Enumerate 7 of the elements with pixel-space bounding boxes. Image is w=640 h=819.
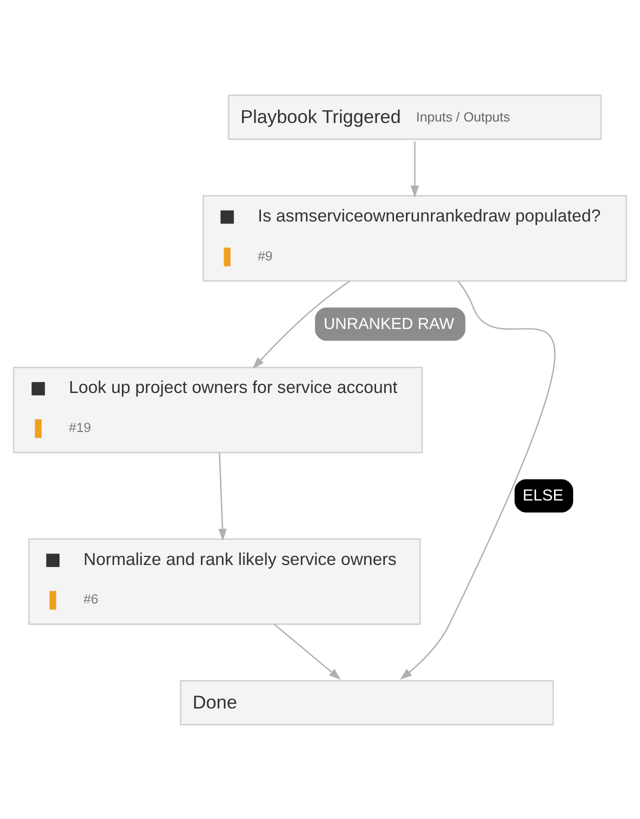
arrow <box>410 140 419 198</box>
arrow <box>274 623 341 680</box>
edge-label: UNRANKED RAW <box>324 315 454 332</box>
arrow <box>252 280 350 368</box>
arrow <box>218 452 227 540</box>
arrow <box>400 280 555 680</box>
edge-label: ELSE <box>522 487 564 504</box>
